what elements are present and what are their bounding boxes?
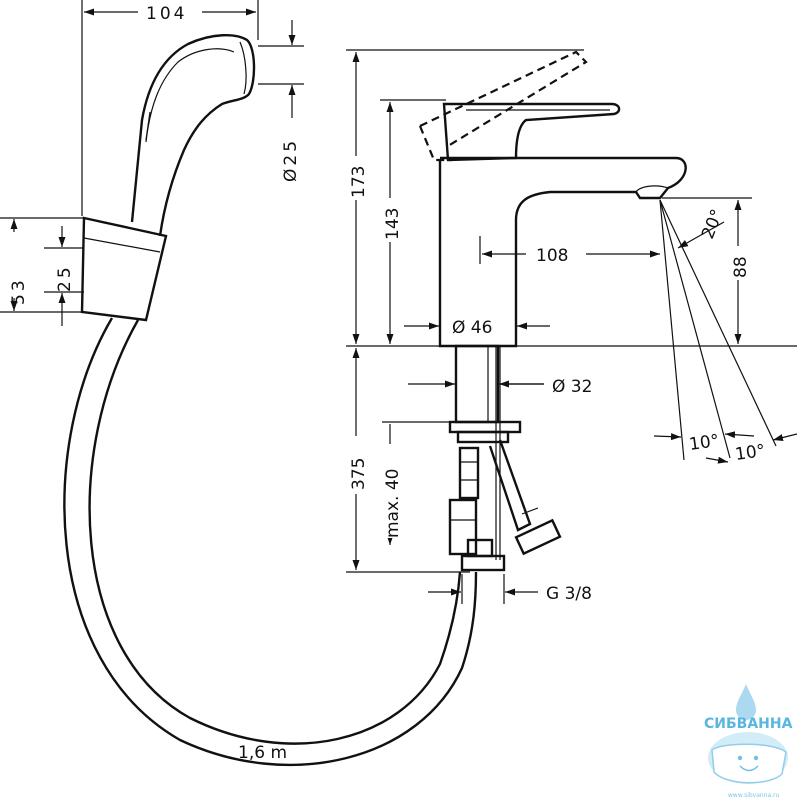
dim-25-diameter-label: Ø25 xyxy=(281,138,301,182)
dim-108 xyxy=(479,236,660,264)
spray-angles xyxy=(653,199,797,464)
mounting-shank xyxy=(448,344,562,572)
dim-88-label: 88 xyxy=(731,256,751,278)
faucet-body xyxy=(346,102,797,348)
hose-length-label: 1,6 m xyxy=(238,743,287,763)
lever-raised-position xyxy=(418,50,588,162)
dim-g38 xyxy=(428,574,538,604)
dim-max40-label: max. 40 xyxy=(383,469,403,538)
dim-375 xyxy=(344,348,470,573)
dim-104-label: 104 xyxy=(146,4,187,24)
dim-max40 xyxy=(378,421,452,545)
shower-holder xyxy=(80,216,168,322)
hand-shower xyxy=(130,34,256,237)
dim-143 xyxy=(378,99,446,344)
dim-46-label: Ø 46 xyxy=(452,318,492,338)
angle-10-mid-label: 10° xyxy=(688,431,721,455)
dim-375-label: 375 xyxy=(349,458,369,490)
brand-logo-url: www.sibvanna.ru xyxy=(728,792,780,799)
dim-holder xyxy=(0,217,84,326)
brand-logo xyxy=(708,684,788,784)
hose xyxy=(63,317,478,767)
dim-25-diameter xyxy=(258,20,304,118)
dim-143-label: 143 xyxy=(383,208,403,240)
dim-25-label: 25 xyxy=(55,264,75,292)
dim-173 xyxy=(344,49,584,344)
dim-88 xyxy=(662,197,752,344)
dim-108-label: 108 xyxy=(536,246,568,266)
angle-10-bottom-label: 10° xyxy=(734,441,767,465)
angle-20-label: 20° xyxy=(698,206,728,241)
dim-g38-label: G 3/8 xyxy=(546,584,592,604)
dim-53-label: 53 xyxy=(9,277,29,305)
brand-logo-text: СИБВАННА xyxy=(704,716,793,732)
dim-104 xyxy=(81,0,259,216)
dim-32-label: Ø 32 xyxy=(552,377,592,397)
dim-173-label: 173 xyxy=(349,166,369,198)
